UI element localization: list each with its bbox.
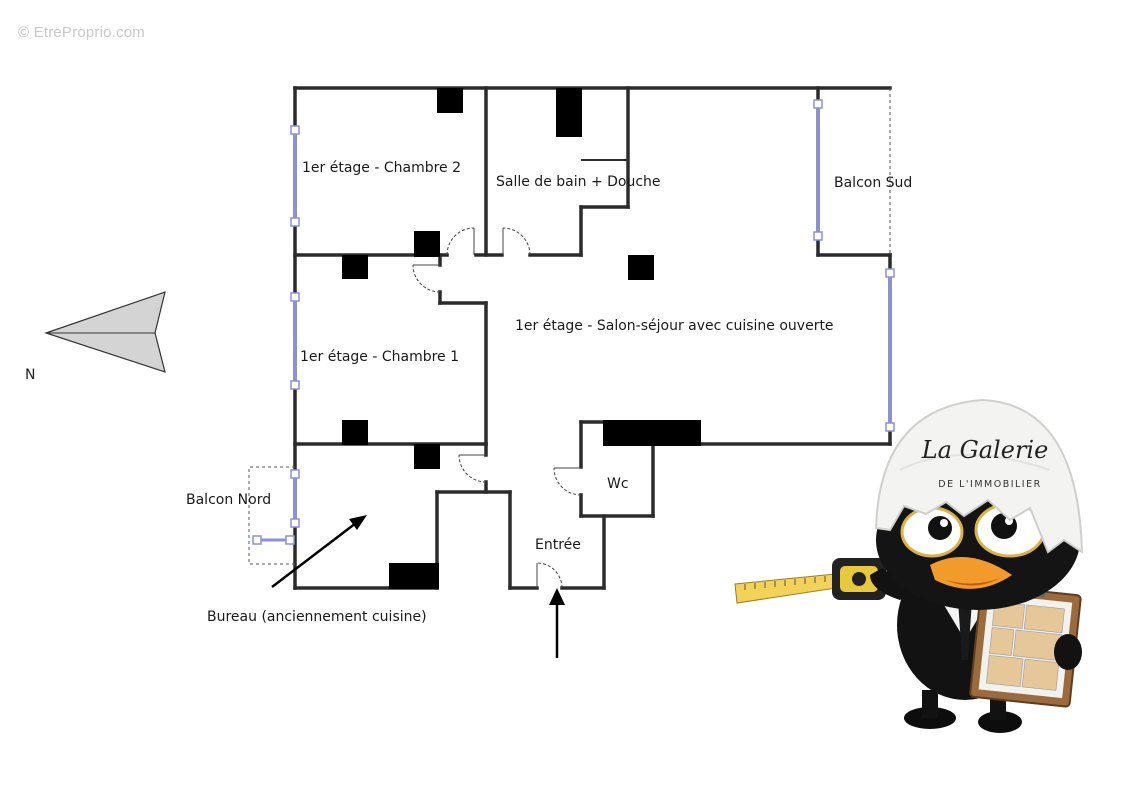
entrance-arrow-icon [549, 588, 565, 658]
room-label-balcon-sud: Balcon Sud [834, 175, 913, 191]
balcony-outlines [248, 88, 891, 565]
window-hinges [252, 99, 895, 545]
room-label-chambre-2: 1er étage - Chambre 2 [302, 160, 462, 176]
compass-arrow-icon [44, 291, 166, 373]
mascot-brand-subtitle: DE L'IMMOBILIER [938, 479, 1041, 490]
room-label-wc: Wc [607, 476, 629, 492]
mascot-brand-name: La Galerie [921, 436, 1049, 464]
room-label-balcon-nord: Balcon Nord [186, 492, 272, 508]
mascot-illustration [734, 398, 1084, 733]
watermark: © EtreProprio.com [18, 24, 145, 41]
doors [412, 227, 582, 589]
columns [342, 88, 701, 589]
room-label-salon: 1er étage - Salon-séjour avec cuisine ou… [515, 318, 834, 334]
compass-north-label: N [25, 367, 36, 383]
room-label-chambre-1: 1er étage - Chambre 1 [300, 349, 460, 365]
tape-measure-icon [734, 558, 886, 604]
room-label-salle-de-bain: Salle de bain + Douche [496, 174, 661, 190]
windows [257, 104, 892, 542]
bureau-pointer-arrow-icon [271, 515, 367, 588]
room-label-bureau: Bureau (anciennement cuisine) [207, 609, 427, 625]
room-label-entree: Entrée [535, 537, 581, 553]
